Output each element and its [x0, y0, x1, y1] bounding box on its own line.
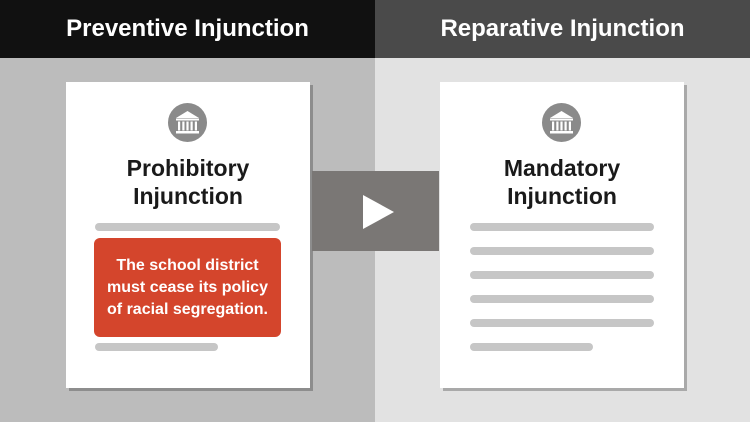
courthouse-icon [542, 103, 581, 142]
card-title: Mandatory Injunction [503, 155, 621, 209]
reparative-header: Reparative Injunction [375, 0, 750, 58]
play-arrow-icon [363, 195, 394, 229]
prohibitory-injunction-card: Prohibitory Injunction The school distri… [66, 82, 310, 388]
text-line [470, 319, 654, 327]
text-line [95, 223, 280, 231]
text-line [470, 247, 654, 255]
mandatory-injunction-card: Mandatory Injunction [440, 82, 684, 388]
text-line [95, 343, 218, 351]
text-line [470, 295, 654, 303]
preventive-header: Preventive Injunction [0, 0, 375, 58]
card-title: Prohibitory Injunction [126, 155, 250, 209]
text-line [470, 343, 593, 351]
highlighted-order-text: The school district must cease its polic… [94, 238, 281, 337]
courthouse-icon [168, 103, 207, 142]
text-line [470, 223, 654, 231]
transition-arrow [312, 171, 439, 251]
text-line [470, 271, 654, 279]
